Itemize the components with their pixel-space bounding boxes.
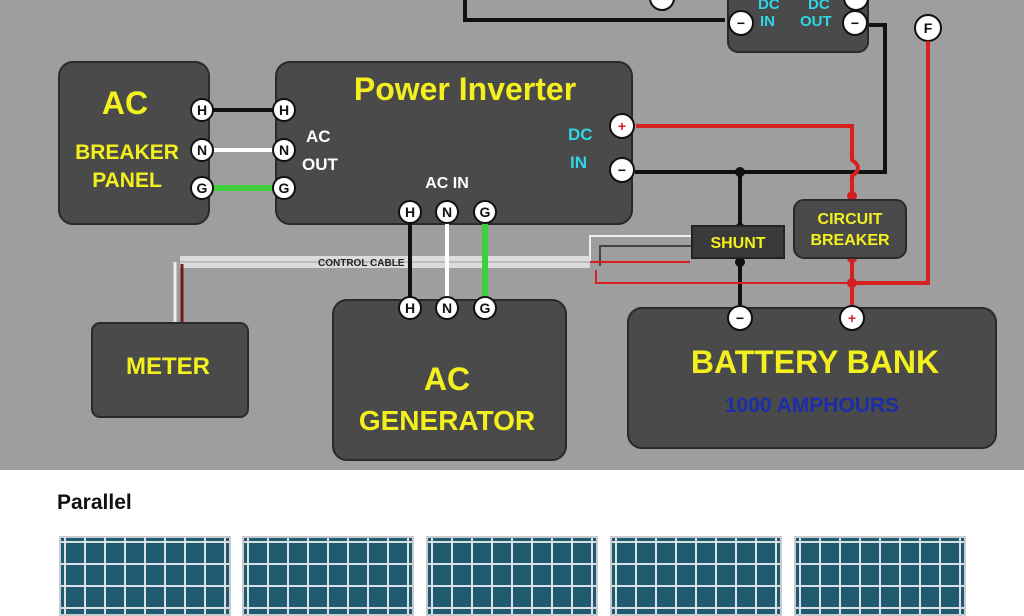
battery-bank: BATTERY BANK 1000 AMPHOURS − +	[627, 305, 997, 449]
wiring-diagram: DC IN DC OUT − − F CONTROL CABLE	[0, 0, 1024, 470]
cc-minus-in-terminal	[728, 10, 754, 36]
control-cable: CONTROL CABLE	[173, 256, 590, 325]
parallel-title: Parallel	[57, 491, 132, 514]
svg-text:+: +	[618, 118, 626, 134]
svg-text:N: N	[279, 142, 289, 158]
dc-in-label-2: IN	[570, 153, 587, 172]
shunt: SHUNT	[691, 225, 785, 259]
battery-minus-terminal	[727, 305, 753, 331]
circuit-breaker-line1: CIRCUIT	[818, 211, 883, 228]
wire-red-dc-positive	[636, 124, 860, 196]
svg-text:G: G	[480, 300, 491, 316]
wire-red-fuse	[852, 41, 930, 285]
solar-panel-5	[794, 536, 966, 616]
wire-top-black	[463, 0, 725, 22]
svg-text:−: −	[618, 162, 626, 178]
parallel-section: Parallel	[0, 470, 1024, 616]
solar-panel-1	[59, 536, 231, 616]
solar-panel-2	[242, 536, 414, 616]
meter-label: METER	[126, 353, 210, 380]
charge-controller: DC IN DC OUT − −	[649, 0, 869, 53]
ac-in-label: AC IN	[425, 175, 469, 192]
dc-in-label: DC	[568, 125, 593, 144]
wiring-svg: DC IN DC OUT − − F CONTROL CABLE	[58, 0, 997, 461]
svg-text:G: G	[480, 204, 491, 220]
svg-text:−: −	[737, 15, 745, 31]
solar-panel-3	[426, 536, 598, 616]
svg-text:N: N	[442, 300, 452, 316]
wire-black-dc-in	[635, 170, 742, 228]
svg-text:H: H	[405, 204, 415, 220]
wire-dc-negative	[740, 23, 887, 174]
svg-text:N: N	[442, 204, 452, 220]
dc-out-label: DC	[808, 0, 830, 13]
svg-text:G: G	[279, 180, 290, 196]
svg-text:N: N	[197, 142, 207, 158]
svg-text:−: −	[736, 310, 744, 326]
dc-out-label-2: OUT	[800, 13, 832, 30]
ac-generator: AC GENERATOR H N G	[332, 296, 567, 461]
svg-text:H: H	[279, 102, 289, 118]
svg-text:F: F	[924, 20, 933, 36]
breaker-panel-title: AC	[102, 85, 148, 121]
generator-title: AC	[424, 361, 470, 397]
breaker-panel: AC BREAKER PANEL	[58, 61, 210, 225]
circuit-breaker: CIRCUIT BREAKER	[793, 199, 907, 259]
control-cable-label: CONTROL CABLE	[318, 258, 405, 269]
battery-capacity: 1000 AMPHOURS	[725, 394, 899, 417]
svg-text:+: +	[848, 310, 856, 326]
meter: METER	[91, 322, 249, 418]
battery-plus-terminal	[839, 305, 865, 331]
cc-minus-out-terminal	[842, 10, 868, 36]
fuse: F	[914, 14, 942, 42]
power-inverter: Power Inverter AC OUT DC IN AC IN	[275, 61, 633, 225]
solar-panel-4	[610, 536, 782, 616]
ac-out-label: AC	[306, 127, 331, 146]
battery-title: BATTERY BANK	[691, 344, 939, 380]
ac-out-label-2: OUT	[302, 155, 339, 174]
circuit-breaker-line2: BREAKER	[810, 232, 890, 249]
svg-text:H: H	[405, 300, 415, 316]
breaker-panel-line3: PANEL	[92, 169, 162, 192]
svg-text:H: H	[197, 102, 207, 118]
generator-subtitle: GENERATOR	[359, 405, 535, 436]
ac-terminals: H N G H N G H N G + −	[190, 98, 635, 224]
inverter-title: Power Inverter	[354, 71, 576, 107]
breaker-panel-line2: BREAKER	[75, 141, 179, 164]
svg-text:G: G	[197, 180, 208, 196]
shunt-label: SHUNT	[710, 235, 765, 252]
dc-in-label-2: IN	[760, 13, 775, 30]
svg-text:−: −	[851, 15, 859, 31]
dc-in-label: DC	[758, 0, 780, 13]
